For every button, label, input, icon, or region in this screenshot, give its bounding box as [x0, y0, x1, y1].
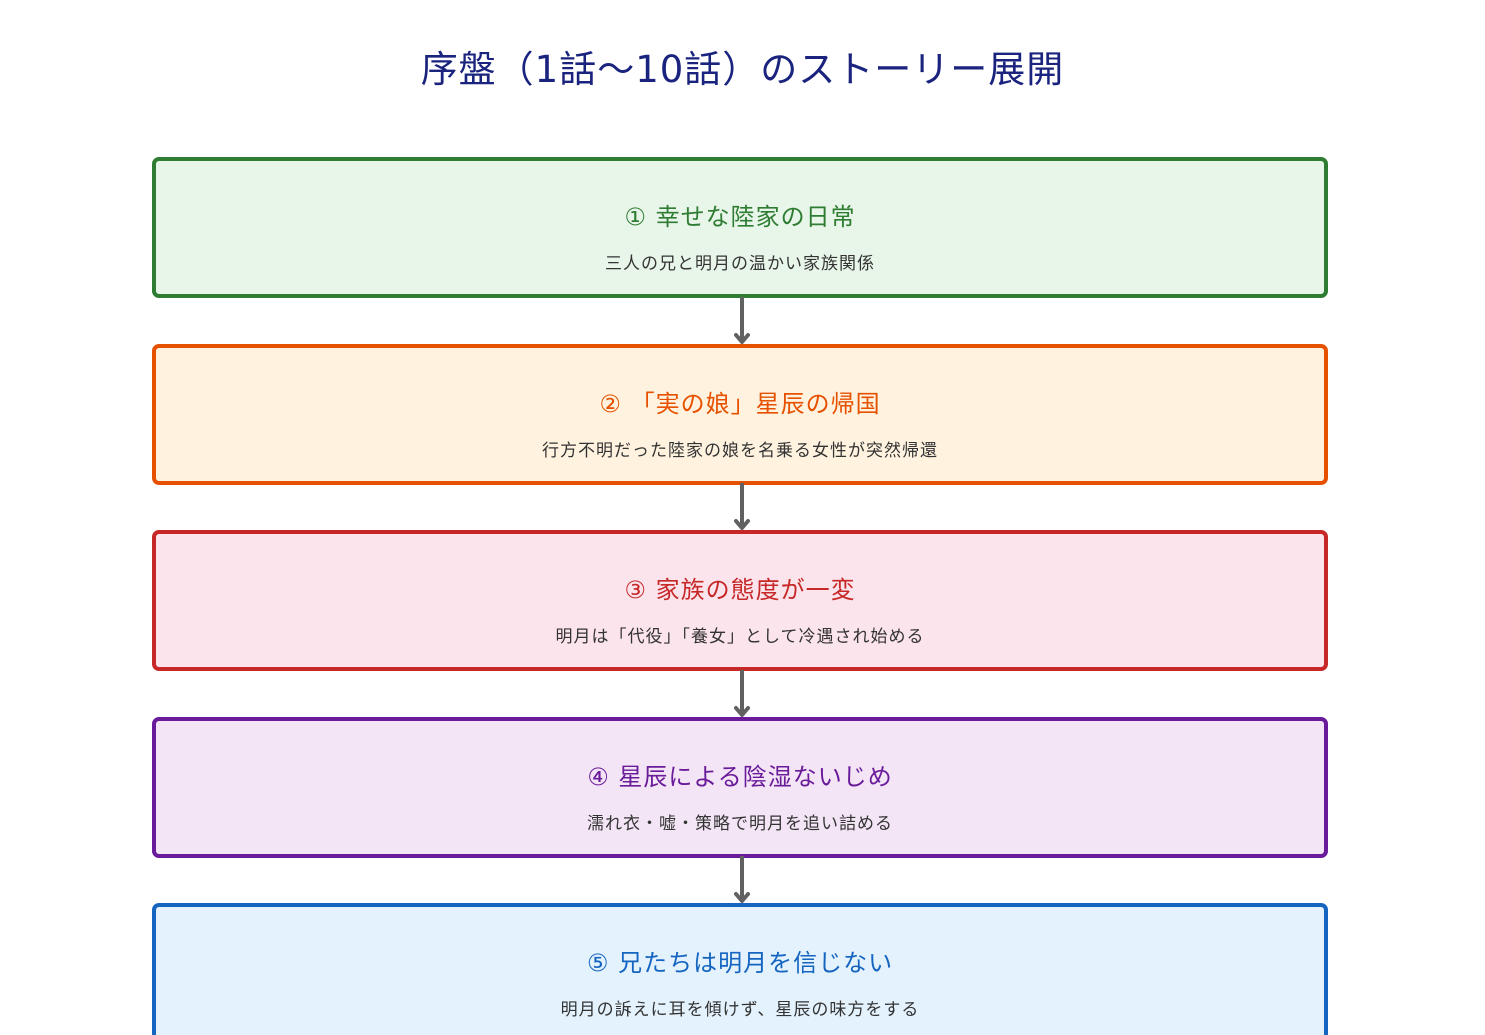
step-title: ③ 家族の態度が一変	[624, 576, 856, 604]
arrow-down-icon	[734, 670, 750, 717]
step-description: 濡れ衣・嘘・策略で明月を追い詰める	[587, 814, 893, 834]
step-title: ② 「実の娘」星辰の帰国	[599, 390, 881, 418]
step-box-4: ④ 星辰による陰湿ないじめ 濡れ衣・嘘・策略で明月を追い詰める	[152, 717, 1328, 858]
step-box-2: ② 「実の娘」星辰の帰国 行方不明だった陸家の娘を名乗る女性が突然帰還	[152, 344, 1328, 485]
step-title: ⑤ 兄たちは明月を信じない	[586, 949, 894, 977]
step-box-3: ③ 家族の態度が一変 明月は「代役」「養女」として冷遇され始める	[152, 530, 1328, 671]
step-description: 三人の兄と明月の温かい家族関係	[605, 254, 875, 274]
step-box-1: ① 幸せな陸家の日常 三人の兄と明月の温かい家族関係	[152, 157, 1328, 298]
step-description: 明月は「代役」「養女」として冷遇され始める	[555, 627, 925, 647]
arrow-down-icon	[734, 483, 750, 530]
arrow-down-icon	[734, 297, 750, 344]
step-title: ① 幸せな陸家の日常	[624, 203, 856, 231]
step-box-5: ⑤ 兄たちは明月を信じない 明月の訴えに耳を傾けず、星辰の味方をする	[152, 903, 1328, 1035]
diagram-title: 序盤（1話〜10話）のストーリー展開	[420, 48, 1065, 91]
step-description: 行方不明だった陸家の娘を名乗る女性が突然帰還	[542, 441, 938, 461]
arrow-down-icon	[734, 856, 750, 903]
step-description: 明月の訴えに耳を傾けず、星辰の味方をする	[560, 1000, 920, 1020]
step-title: ④ 星辰による陰湿ないじめ	[587, 763, 893, 791]
